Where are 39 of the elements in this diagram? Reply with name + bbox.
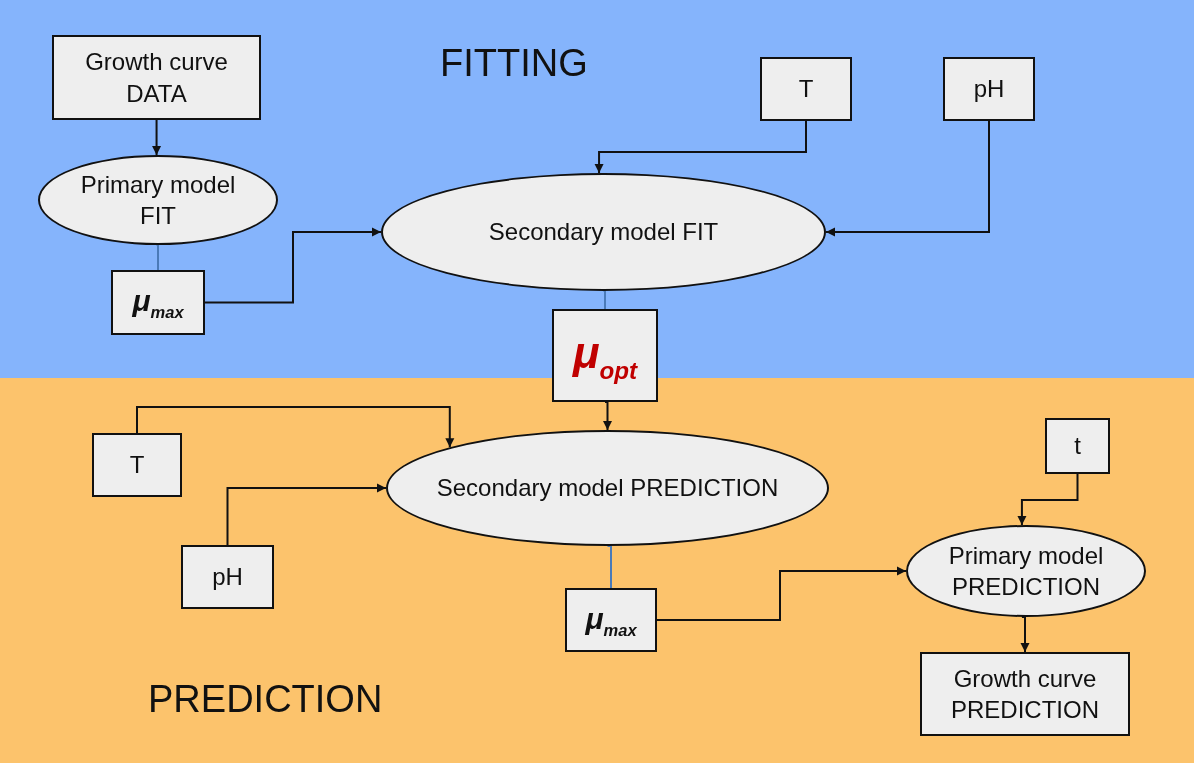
node-label: Primary model FIT	[80, 169, 236, 231]
node-label: Growth curve DATA	[84, 47, 229, 109]
process-box	[52, 35, 261, 120]
process-box	[181, 545, 274, 609]
node-label: T	[129, 450, 145, 481]
node-label: Growth curve PREDICTION	[950, 663, 1100, 725]
arrow	[136, 406, 455, 449]
parameter-box	[552, 309, 658, 402]
process-box	[760, 57, 852, 121]
arrow	[1020, 615, 1030, 653]
process-box	[92, 433, 182, 497]
node-label: Primary model PREDICTION	[948, 540, 1104, 602]
parameter-symbol: μ$_{max}$	[132, 283, 184, 324]
parameter-symbol: μ$_{opt}$	[572, 327, 638, 387]
arrow	[226, 483, 387, 546]
parameter-symbol: μ$_{max}$	[585, 600, 637, 641]
node-label: t	[1074, 431, 1081, 462]
node-label: Secondary model FIT	[488, 217, 719, 248]
section-title: PREDICTION	[148, 678, 383, 721]
parameter-box	[565, 588, 657, 652]
parameter-box	[111, 270, 205, 335]
connector-line	[606, 545, 612, 589]
arrow	[152, 119, 162, 156]
process-box	[920, 652, 1130, 736]
node-label: pH	[973, 74, 1005, 105]
arrow	[825, 120, 990, 237]
process-box	[1045, 418, 1110, 474]
connector-line	[155, 244, 159, 271]
arrow	[594, 120, 807, 174]
node-label: T	[798, 74, 814, 105]
arrow	[656, 566, 907, 621]
arrow	[204, 227, 382, 304]
process-box	[943, 57, 1035, 121]
node-label: pH	[212, 562, 243, 593]
arrow	[1017, 473, 1079, 527]
node-label: Secondary model PREDICTION	[436, 473, 779, 504]
arrow	[603, 401, 612, 431]
connector-line	[602, 290, 606, 310]
section-title: FITTING	[440, 42, 588, 85]
